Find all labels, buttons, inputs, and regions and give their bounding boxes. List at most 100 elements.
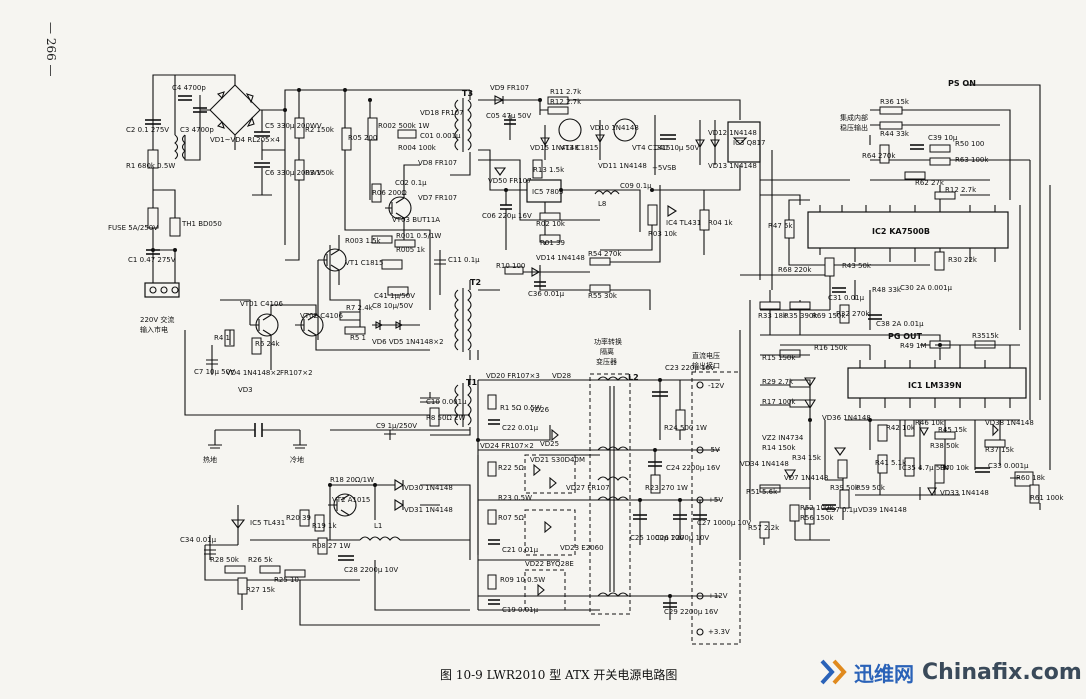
c25-label: C25 1000μ 10V (630, 534, 684, 542)
r40-label: R40 10k (940, 464, 970, 472)
c34-label: C34 0.01μ (180, 536, 217, 544)
vd15-label: VD15 1N4148 (530, 144, 579, 152)
output-pos12v: +12V (708, 592, 728, 600)
vt4-label: VT4 C1815 (632, 144, 670, 152)
ground-cold-label: 冷地 (290, 455, 304, 464)
r12a-label: R12 2.7k (550, 98, 582, 106)
r44-label: R44 33k (880, 130, 910, 138)
c41-label: C41 1μ/50V (374, 292, 415, 300)
r32-label: R32 270k (836, 310, 870, 318)
c09-label: C09 0.1μ (620, 182, 652, 190)
vd27-label: VD27 FR107 (566, 484, 610, 492)
c24-label: C24 2200μ 16V (666, 464, 720, 472)
r33-label: R33 18k (758, 312, 788, 320)
r27-label: R27 15k (246, 586, 276, 594)
c11-label: C11 0.1μ (448, 256, 480, 264)
vd6vd5-label: VD6 VD5 1N4148×2 (372, 338, 444, 346)
vd50-label: VD50 FR107 (488, 177, 532, 185)
r23-label: R23 0.5W (498, 494, 532, 502)
vd12-label: VD12 1N4148 (708, 129, 757, 137)
vd8-label: VD8 FR107 (418, 159, 457, 167)
r09-label: R09 10 0.5W (500, 576, 545, 584)
c35-label: C35 4.7μ 50V (902, 464, 950, 472)
page-number: — 266 — (44, 22, 58, 77)
ic3-label: IC3 Q817 (733, 139, 766, 147)
t1-label: T1 (466, 378, 477, 387)
c39-label: C39 10μ (928, 134, 958, 142)
vd34-label: VD34 1N4148 (740, 460, 789, 468)
r5-label: R5 1 (350, 334, 366, 342)
r46-label: R46 10k (915, 419, 945, 427)
c1-label: C1 0.47 275V (128, 256, 176, 264)
r005-label: R005 1k (396, 246, 426, 254)
output-pos5v: +5V (708, 496, 723, 504)
c40-label: C40 10μ 50V (654, 144, 700, 152)
r57-label: R57 2.2k (748, 524, 780, 532)
output-pos33v: +3.3V (708, 628, 730, 636)
c30-label: C30 2A 0.001μ (900, 284, 953, 292)
vd4-label: VD4 1N4148×2 (226, 369, 281, 377)
r51-label: R51 5.6k (746, 488, 778, 496)
vd14-label: VD14 1N4148 (536, 254, 585, 262)
vd39-label: VD39 1N4148 (858, 506, 907, 514)
transformer-box-1: 功率转换 (594, 337, 622, 346)
ground-legend (208, 423, 307, 449)
r59-label: R59 50k (856, 484, 886, 492)
r63-label: R63 100k (955, 156, 989, 164)
junction-dots (151, 88, 942, 598)
r50-label: R50 100 (955, 140, 984, 148)
ic1-lm339n (847, 367, 1027, 399)
input-section (144, 74, 470, 298)
r22-label: R22 5Ω (498, 464, 524, 472)
t2-windings (454, 289, 472, 351)
r18-label: R18 20Ω/1W (330, 476, 374, 484)
vd11-label: VD11 1N4148 (598, 162, 647, 170)
vd3-label: VD3 (238, 386, 253, 394)
ic2-ka7500b (807, 211, 1009, 249)
r06-label: R06 200Ω (372, 189, 407, 197)
vt01-label: VT01 C4106 (240, 300, 283, 308)
r02-label: R02 10k (536, 220, 566, 228)
c19-label: C19 0.01μ (502, 606, 539, 614)
vd24-label: VD24 FR107×2 (480, 442, 534, 450)
ka7500b-section (759, 84, 1051, 470)
vd7b-label: VD7 1N4148 (784, 474, 828, 482)
output-neg5v: -5V (708, 446, 720, 454)
c05-label: C05 47μ 50V (486, 112, 532, 120)
vd31-label: VD31 1N4148 (404, 506, 453, 514)
c06-label: C06 220μ 16V (482, 212, 532, 220)
chinafix-logo-icon (818, 657, 848, 687)
c29-label: C29 2200μ 16V (664, 608, 718, 616)
r48-label: R48 33k (872, 286, 902, 294)
r7-label: R7 2.4k (346, 304, 374, 312)
input-label-2: 输入市电 (140, 325, 168, 334)
vd22-label: VD22 BYQ28E (525, 560, 574, 568)
th1-label: TH1 BD050 (181, 220, 222, 228)
c22-label: C22 0.01μ (502, 424, 539, 432)
vz2-label: VZ2 IN4734 (762, 434, 804, 442)
transformer-box-3: 变压器 (596, 357, 617, 366)
c2-label: C2 0.1 275V (126, 126, 169, 134)
c6-label: C6 330μ 200WV (265, 169, 322, 177)
vt02-label: VT02 C4106 (300, 312, 343, 320)
vd21-label: VD21 S30D40M (530, 456, 585, 464)
r24-label: R24 500 1W (664, 424, 707, 432)
primary-switches (184, 90, 470, 416)
r69-label: R69 150k (812, 312, 846, 320)
c21-label: C21 0.01μ (502, 546, 539, 554)
c8-label: C8 10μ/50V (372, 302, 413, 310)
r47-label: R47 5k (768, 222, 793, 230)
r41-label: R41 5.1k (875, 459, 907, 467)
output-box-2: 输出接口 (692, 361, 720, 370)
c26-label: C26 2200μ 10V (655, 534, 709, 542)
brand-name-cn: 迅维网 (854, 661, 914, 686)
standby-section (478, 95, 761, 310)
r1-label: R1 680k 0.5W (126, 162, 175, 170)
c02-label: C02 0.1μ (395, 179, 427, 187)
r2-label: R2 150k (305, 126, 335, 134)
r04-label: R04 1k (708, 219, 733, 227)
ic4-tl431 (667, 205, 678, 217)
